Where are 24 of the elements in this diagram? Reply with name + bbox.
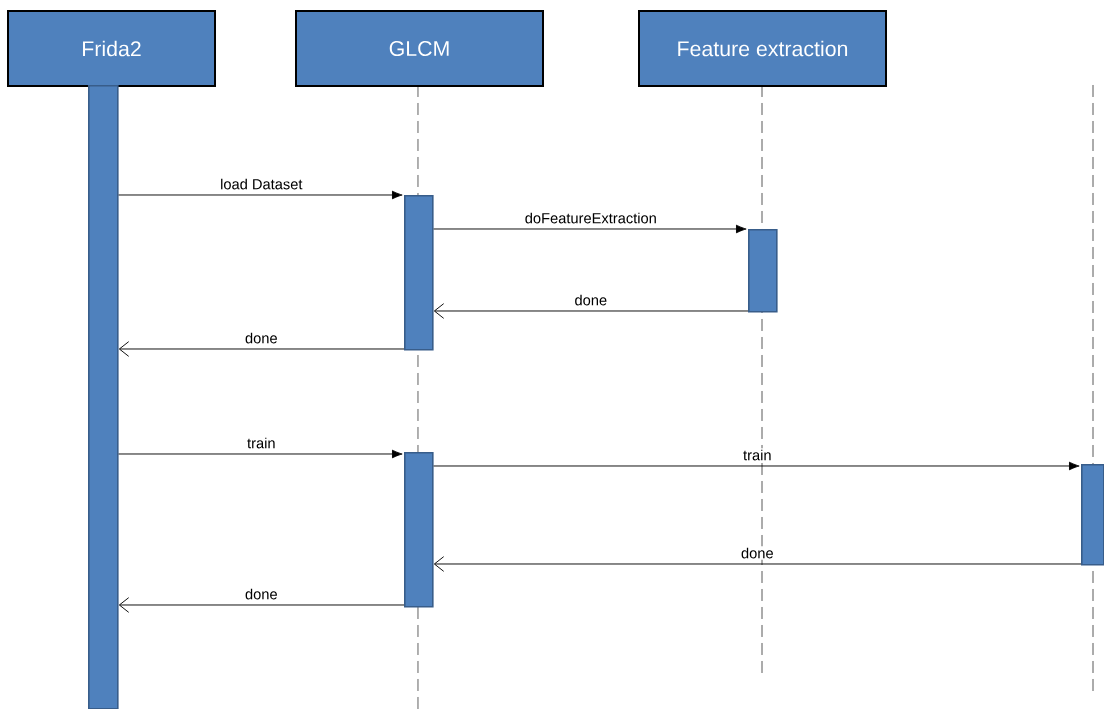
lifeline-head-box: GLCM (295, 10, 544, 87)
activation-bar (404, 195, 434, 351)
arrow (118, 597, 405, 613)
activation-bar (88, 85, 119, 709)
edge-label: train (741, 448, 773, 462)
edge-label: train (245, 436, 277, 450)
lifeline-head-box: Frida2 (7, 10, 216, 87)
arrow (118, 190, 403, 200)
edge-label: done (739, 546, 775, 560)
arrow (433, 224, 747, 234)
arrow (433, 556, 1082, 572)
arrow (118, 449, 403, 459)
arrow (118, 341, 405, 357)
activation-bar (1081, 464, 1104, 566)
edge-label: done (573, 293, 609, 307)
arrow (433, 303, 749, 319)
arrow (433, 461, 1080, 471)
activation-bar (748, 229, 778, 313)
edge-label: doFeatureExtraction (523, 211, 659, 225)
lifeline-head-box: Feature extraction (638, 10, 887, 87)
activation-bar (404, 452, 434, 608)
edge-label: done (243, 331, 279, 345)
edge-label: load Dataset (218, 177, 304, 191)
edge-label: done (243, 587, 279, 601)
